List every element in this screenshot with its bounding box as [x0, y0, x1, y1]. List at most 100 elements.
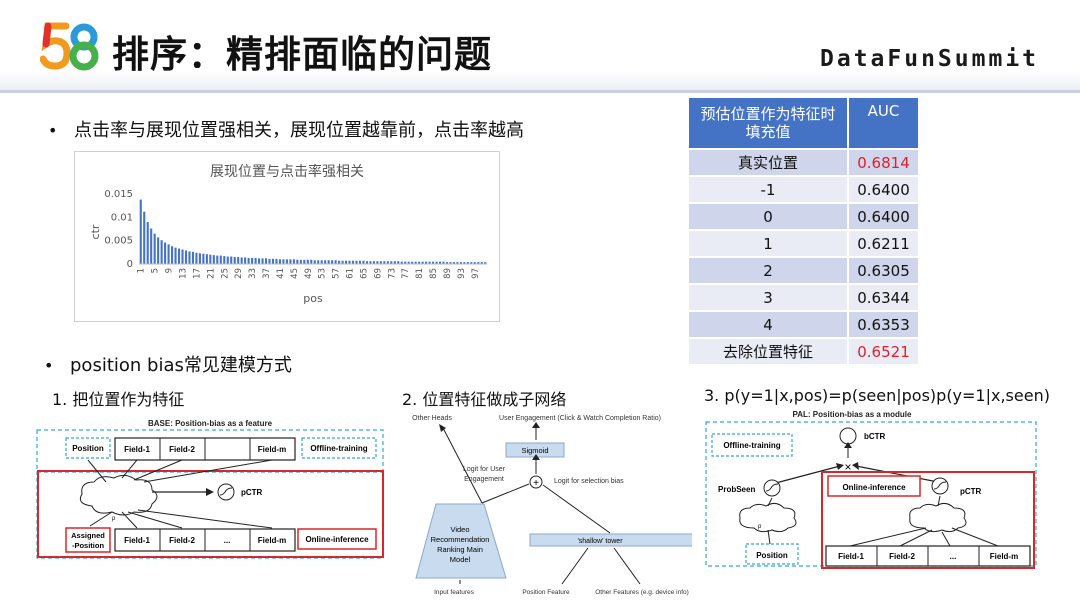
diagram2-input-features: Input features: [434, 589, 474, 596]
chart-x-tick-label: 33: [248, 268, 258, 279]
diagram3-arrowhead: [852, 462, 859, 470]
diagram2-logit-user-2: Engagement: [464, 476, 504, 483]
chart-x-tick-label: 21: [206, 268, 216, 279]
diagram1-position-box: [65, 437, 111, 459]
diagram3-title: PAL: Position-bias as a module: [793, 410, 913, 419]
diagram2-edge: [613, 547, 641, 585]
chart-x-tick-label: 29: [234, 268, 244, 279]
chart-bar: [456, 262, 459, 264]
chart-x-tick-label: 5: [151, 268, 161, 273]
chart-bar: [209, 254, 212, 264]
chart-bar: [212, 255, 215, 264]
chart-bar: [473, 262, 476, 264]
chart-bar: [397, 261, 400, 264]
chart-bar: [202, 253, 205, 264]
diagram3-position-cloud: [739, 502, 797, 533]
diagram2-sigmoid-label: Sigmoid: [521, 446, 548, 455]
bullet-ctr-position: •点击率与展现位置强相关，展现位置越靠前，点击率越高: [48, 116, 524, 142]
chart-bar: [240, 257, 243, 264]
chart-bar: [452, 262, 455, 264]
chart-bar: [237, 257, 240, 264]
diagram2-edge: [542, 484, 611, 534]
chart-bar: [157, 237, 160, 264]
diagram1-online-field-ellipsis: ...: [224, 536, 231, 545]
chart-x-tick-label: 45: [290, 268, 300, 279]
chart-bar: [348, 260, 351, 264]
auc-fill-value: 0: [687, 202, 849, 231]
diagram1-pctr-label: pCTR: [241, 488, 263, 497]
chart-bar: [386, 261, 389, 264]
chart-bar: [247, 257, 250, 264]
chart-bar: [171, 246, 174, 264]
diagram1-assigned-box: [65, 527, 111, 553]
diagram1-sigmoid-node: [217, 483, 235, 501]
diagram1-edge: [89, 511, 113, 527]
chart-bar: [167, 244, 170, 264]
chart-bar: [310, 259, 313, 264]
diagram3-probseen-label: ProbSeen: [718, 485, 755, 494]
diagram3-offline-box: [711, 433, 793, 457]
auc-value: 0.6400: [847, 175, 920, 204]
chart-bar: [466, 262, 469, 264]
diagram3-sigmoid-curve: [765, 483, 779, 492]
diagram1-edge: [133, 459, 183, 481]
chart-bar: [327, 260, 330, 264]
chart-x-tick-label: 69: [373, 268, 383, 279]
chart-bar: [338, 260, 341, 264]
chart-bar: [320, 260, 323, 264]
chart-bar: [306, 259, 309, 264]
chart-bar: [365, 261, 368, 264]
bullet-position-bias: •position bias常见建模方式: [44, 351, 292, 377]
diagram3-online-label: Online-inference: [842, 483, 906, 492]
diagram2-plus: +: [533, 478, 539, 489]
chart-bar: [198, 253, 201, 264]
chart-bar: [449, 262, 452, 264]
auc-fill-value: 1: [687, 229, 849, 258]
chart-bar: [195, 252, 198, 264]
slide-title: 排序：精排面临的问题: [112, 33, 492, 76]
diagram3-arrowhead: [836, 463, 844, 470]
diagram3-edge: [767, 529, 771, 545]
diagram1-edge: [127, 511, 183, 529]
diagram3-pctr-node: [931, 477, 949, 495]
chart-bar: [184, 250, 188, 264]
chart-x-tick-label: 37: [262, 268, 272, 279]
chart-bar: [411, 261, 414, 264]
diagram2-main-model-line: Model: [450, 555, 471, 564]
chart-bar: [400, 261, 403, 264]
chart-bar: [351, 260, 355, 264]
chart-bar: [379, 261, 382, 264]
diagram2-logit-bias: Logit for selection bias: [554, 478, 624, 485]
chart-bar: [438, 261, 442, 264]
diagram1-offline-box: [301, 437, 377, 459]
diagram1-offline-label: Offline-training: [310, 444, 367, 453]
chart-bar: [421, 261, 424, 264]
chart-bar: [358, 260, 362, 264]
diagram1-edge: [87, 459, 107, 483]
chart-bar: [205, 254, 208, 264]
chart-x-tick-label: 89: [443, 268, 453, 279]
auc-table-header-fill: 预估位置作为特征时填充值: [687, 96, 849, 150]
chart-bar: [164, 242, 167, 264]
diagram2-main-model-line: Ranking Main: [437, 545, 483, 554]
chart-bar: [244, 257, 247, 264]
chart-bar: [233, 257, 236, 264]
chart-title: 展现位置与点击率强相关: [210, 163, 364, 180]
diagram2-arrowhead: [532, 454, 540, 460]
chart-y-tick-label: 0: [127, 259, 133, 270]
auc-fill-value: 3: [687, 283, 849, 312]
diagram2-edge: [561, 547, 589, 585]
chart-bar: [223, 256, 226, 264]
diagram2-main-model-line: Video: [450, 525, 469, 534]
chart-bar: [261, 258, 264, 264]
chart-bar: [425, 261, 428, 264]
chart-y-tick-label: 0.01: [111, 212, 133, 223]
chart-x-tick-label: 9: [165, 268, 175, 273]
diagram-base-position-feature: BASE: Position-bias as a feature Positio…: [36, 419, 384, 559]
diagram2-arrowhead: [532, 422, 540, 428]
diagram2-shallow-tower: [529, 533, 692, 547]
chart-bar: [418, 261, 421, 264]
